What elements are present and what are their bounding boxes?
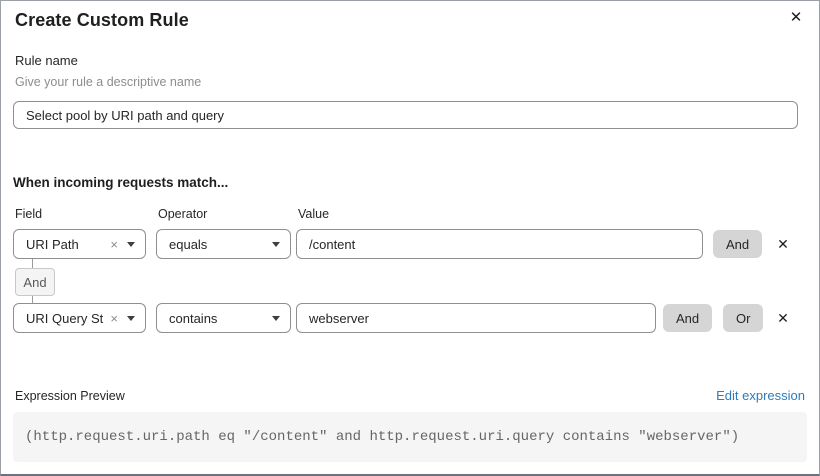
rule-name-label: Rule name (15, 53, 78, 68)
operator-column-label: Operator (158, 207, 208, 221)
expression-preview-label: Expression Preview (15, 389, 125, 403)
expression-preview-box: (http.request.uri.path eq "/content" and… (13, 412, 807, 462)
remove-condition-icon[interactable]: ✕ (772, 234, 794, 256)
operator-select[interactable]: contains (156, 303, 291, 333)
field-select[interactable]: URI Path × (13, 229, 146, 259)
field-select-value: URI Path (26, 236, 79, 252)
add-or-condition-button[interactable]: Or (723, 304, 764, 332)
edit-expression-link[interactable]: Edit expression (716, 388, 805, 403)
operator-select[interactable]: equals (156, 229, 291, 259)
field-select[interactable]: URI Query St... × (13, 303, 146, 333)
connector-line (32, 259, 33, 268)
clear-selection-icon[interactable]: × (110, 236, 118, 252)
chevron-down-icon (272, 241, 280, 247)
close-icon[interactable]: ✕ (785, 6, 807, 28)
chevron-down-icon (127, 315, 135, 321)
condition-row: URI Path × equals And ✕ (1, 229, 819, 259)
remove-condition-icon[interactable]: ✕ (772, 308, 794, 330)
connector-line (32, 296, 33, 303)
match-section-heading: When incoming requests match... (13, 175, 229, 190)
modal-title: Create Custom Rule (15, 10, 189, 30)
add-and-condition-button[interactable]: And (663, 304, 713, 332)
and-connector-badge: And (15, 268, 55, 296)
add-and-condition-button[interactable]: And (713, 230, 763, 258)
condition-row: URI Query St... × contains And Or ✕ (1, 303, 819, 333)
expression-code: (http.request.uri.path eq "/content" and… (25, 429, 740, 445)
field-select-value: URI Query St... (26, 310, 104, 326)
value-input[interactable] (296, 229, 703, 259)
value-input[interactable] (296, 303, 656, 333)
operator-select-value: equals (169, 236, 208, 252)
chevron-down-icon (272, 315, 280, 321)
value-column-label: Value (298, 207, 330, 221)
chevron-down-icon (127, 241, 135, 247)
rule-name-input[interactable] (13, 101, 798, 129)
rule-name-help-text: Give your rule a descriptive name (15, 75, 202, 89)
operator-select-value: contains (169, 310, 218, 326)
field-column-label: Field (15, 207, 43, 221)
clear-selection-icon[interactable]: × (110, 310, 118, 326)
